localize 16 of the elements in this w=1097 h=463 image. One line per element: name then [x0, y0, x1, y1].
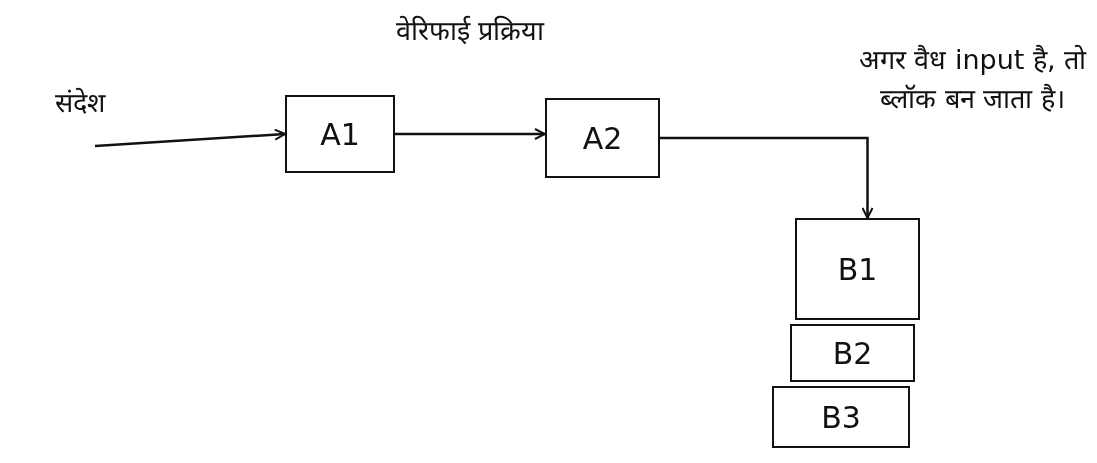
block-box: [772, 386, 910, 448]
block-label: A2: [582, 120, 623, 156]
block-label: B3: [821, 399, 861, 435]
block-label: B1: [837, 251, 878, 287]
block-box: [545, 98, 660, 178]
block-box: [285, 95, 395, 173]
note-text: अगर वैध input है, तो ब्लॉक बन जाता है।: [857, 43, 1088, 117]
block-box: [795, 218, 920, 320]
edge-label: वेरिफाई प्रक्रिया: [395, 14, 545, 48]
block-box: [790, 324, 915, 382]
block-label: B2: [832, 335, 873, 371]
arrow: [395, 128, 546, 140]
edge-label: संदेश: [54, 86, 107, 120]
arrow: [660, 136, 874, 219]
block-label: A1: [320, 116, 360, 152]
arrow: [94, 128, 286, 148]
